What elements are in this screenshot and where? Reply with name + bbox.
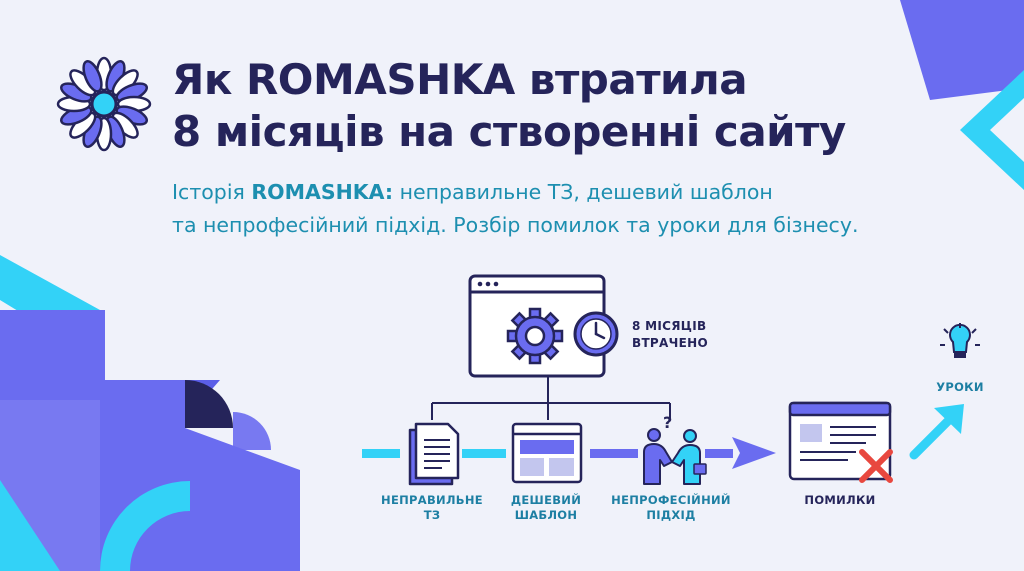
- middle-square-shape: [100, 380, 185, 465]
- svg-text:?: ?: [663, 413, 672, 432]
- navy-quarter-circle: [185, 380, 233, 428]
- gear-icon: [506, 307, 564, 365]
- subtitle-line-1: Історія ROMASHKA: неправильне ТЗ, дешеви…: [172, 180, 773, 204]
- page-subtitle: Історія ROMASHKA: неправильне ТЗ, дешеви…: [172, 176, 992, 242]
- template-window-icon: [511, 422, 583, 484]
- cyan-arc-shape: [100, 481, 190, 571]
- clock-icon: [573, 311, 619, 357]
- arrow-to-errors: [732, 437, 776, 469]
- errors-label: ПОМИЛКИ: [804, 493, 876, 507]
- subtitle-line-2: та непрофесійний підхід. Розбір помилок …: [172, 213, 859, 237]
- lessons-arrow-icon: [909, 404, 964, 460]
- lessons-label: УРОКИ: [936, 380, 984, 394]
- step-label-wrong-spec: НЕПРАВИЛЬНЕ ТЗ: [381, 493, 483, 522]
- flow-bars: [362, 437, 776, 469]
- title-line-2: 8 місяців на створенні сайту: [172, 107, 846, 156]
- top-right-shape: [900, 0, 1024, 100]
- daisy-petal: [82, 60, 103, 93]
- connector-lines: [431, 376, 671, 420]
- daisy-logo-icon: [56, 56, 152, 152]
- handshake-icon: ?: [643, 413, 707, 485]
- lost-time-label: 8 МІСЯЦІВ ВТРАЧЕНО: [632, 319, 708, 350]
- page-title: Як ROMASHKA втратила 8 місяців на створе…: [172, 54, 932, 158]
- lightbulb-icon: [940, 323, 980, 358]
- error-cross-icon: [859, 449, 893, 483]
- step-label-cheap-template: ДЕШЕВИЙ ШАБЛОН: [510, 493, 582, 522]
- subtitle-brand: ROMASHKA:: [251, 180, 394, 204]
- error-window-icon: [788, 401, 892, 481]
- step-label-unprofessional: НЕПРОФЕСІЙНИЙ ПІДХІД: [611, 493, 731, 522]
- title-line-1: Як ROMASHKA втратила: [172, 55, 748, 104]
- left-square-shape: [0, 310, 105, 400]
- document-icon: [408, 422, 460, 486]
